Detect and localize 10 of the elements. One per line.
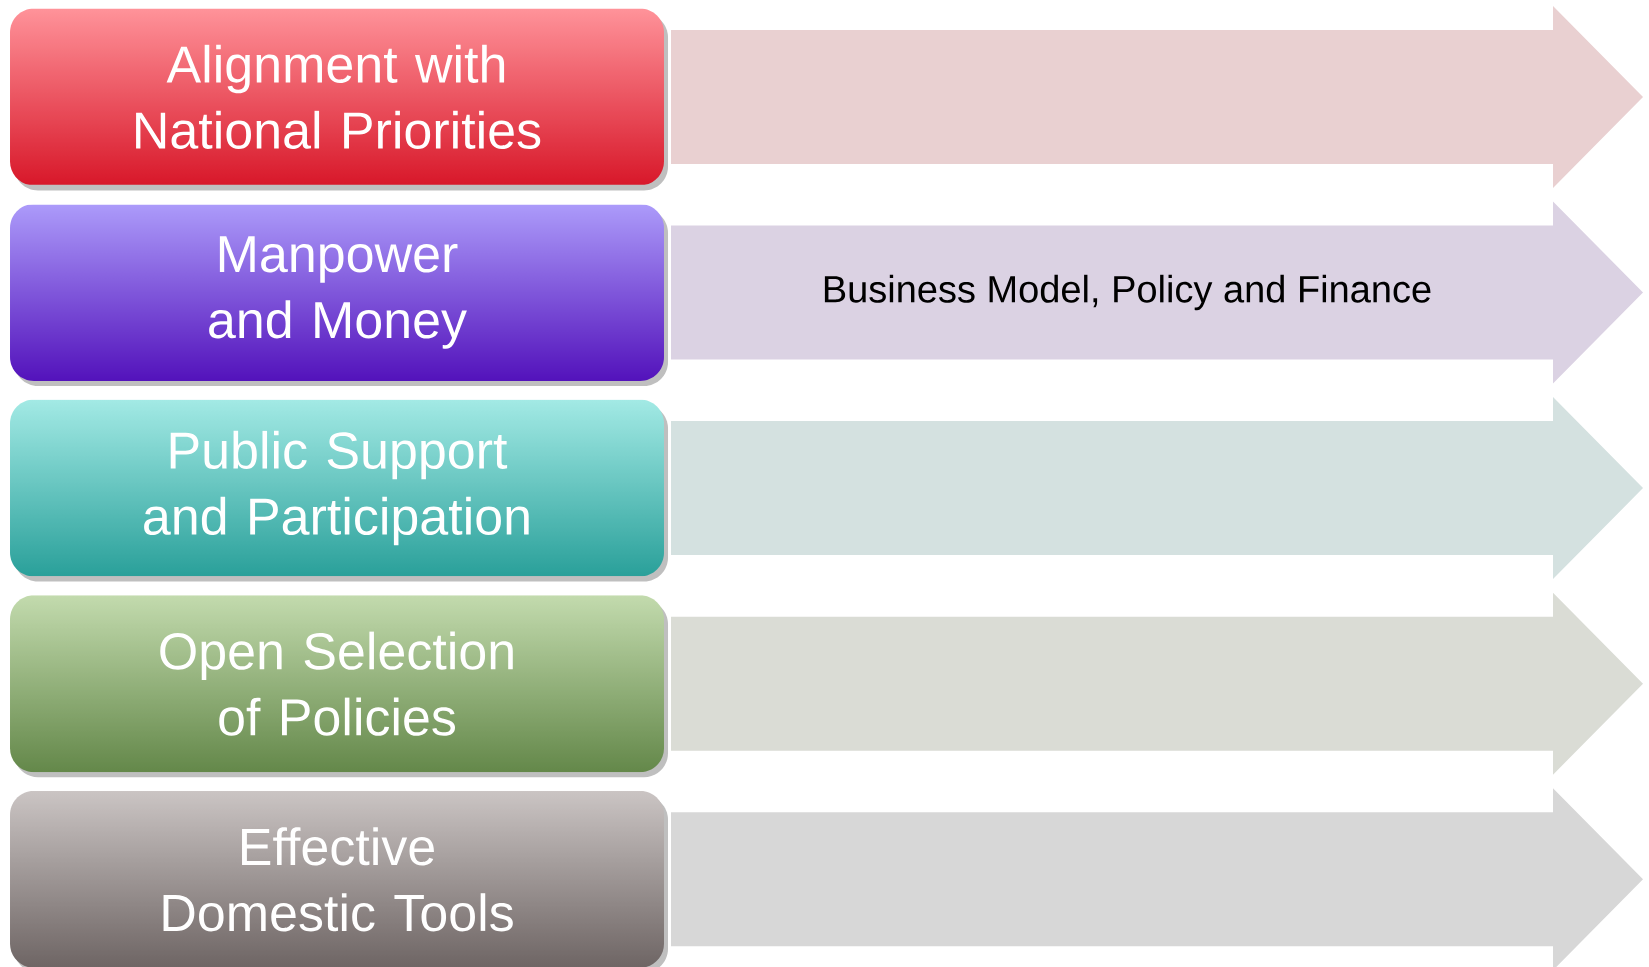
arrow-band: Business Model, Policy and Finance	[671, 201, 1643, 384]
rounded-box: Manpower and Money	[10, 204, 668, 386]
arrow-band	[671, 5, 1643, 188]
rounded-box: Open Selection of Policies	[10, 595, 668, 778]
arrow-band	[671, 397, 1643, 580]
arrow-band	[671, 592, 1643, 775]
rounded-box: Alignment with National Priorities	[10, 8, 668, 191]
arrow-band	[671, 788, 1643, 967]
rounded-box: Public Support and Participation	[10, 399, 668, 582]
rounded-box: Effective Domestic Tools	[10, 790, 668, 967]
